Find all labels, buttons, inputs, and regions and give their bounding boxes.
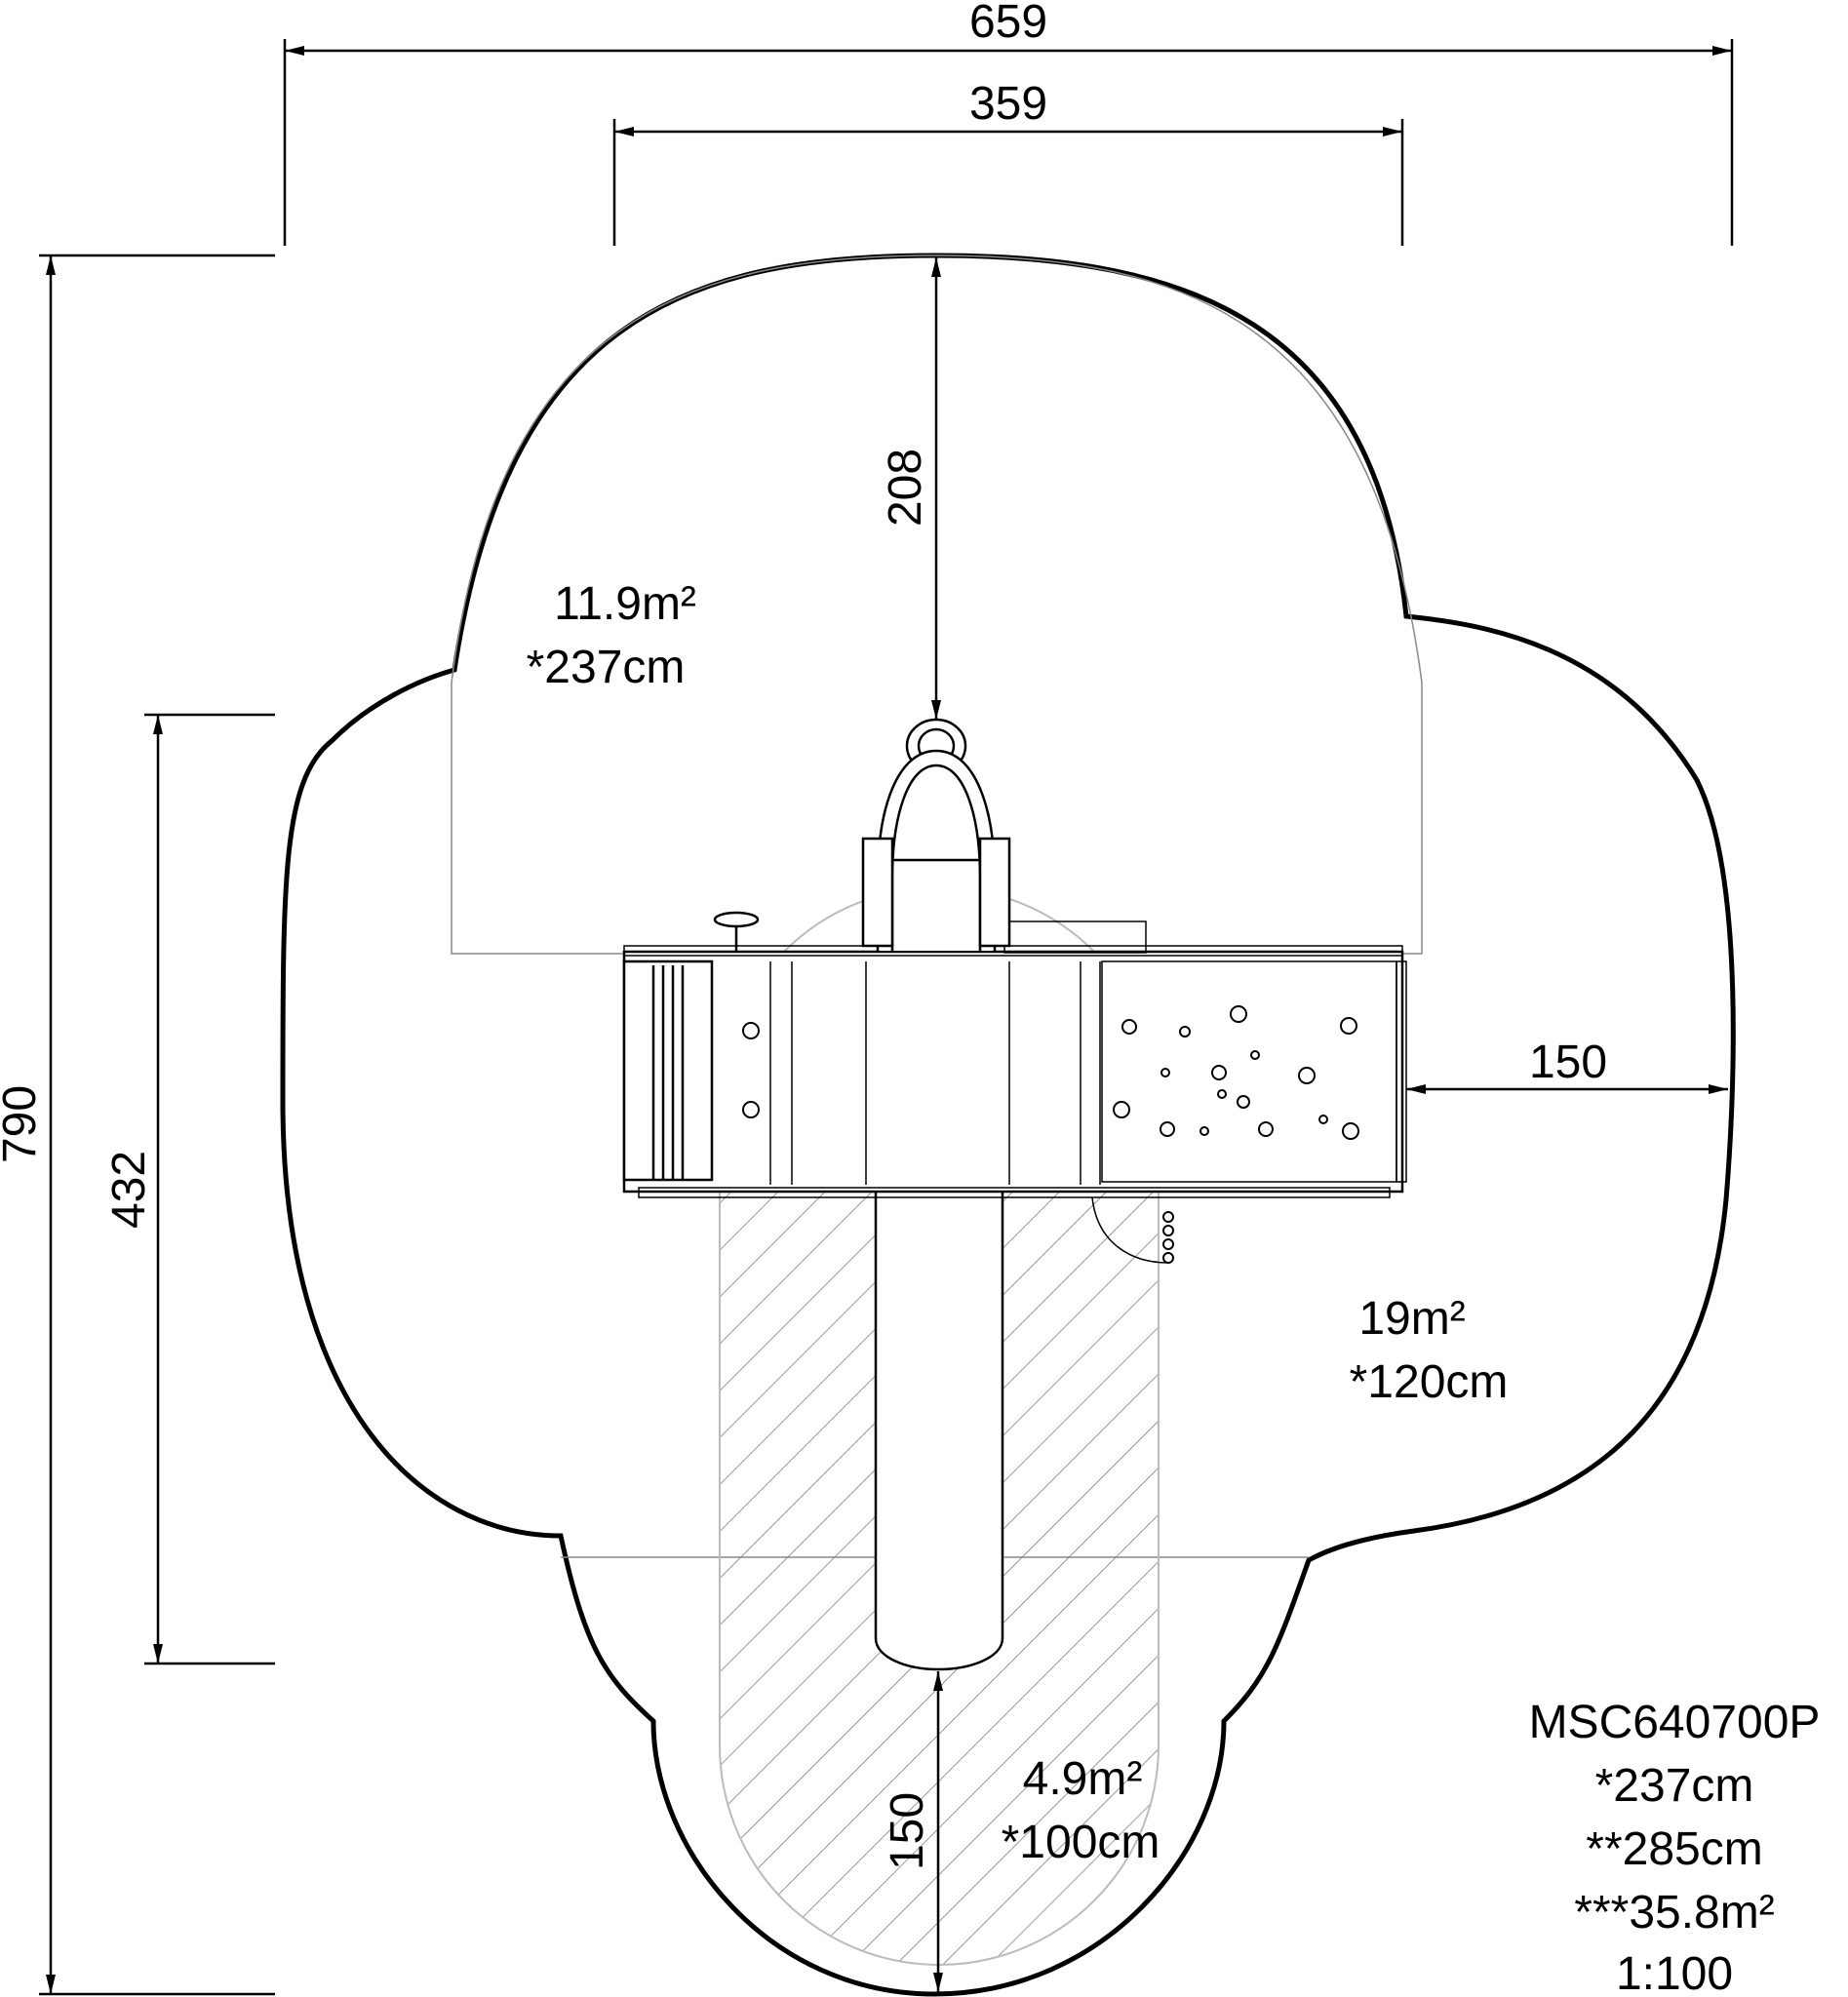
zone-label-top: 11.9m² *237cm — [527, 578, 696, 693]
arch-climber — [861, 718, 1011, 951]
zone-top-area: 11.9m² — [554, 578, 696, 630]
legend-total-height: **285cm — [1586, 1823, 1762, 1875]
dimension-right-clearance: 150 — [1406, 1037, 1728, 1094]
zone-main-area: 19m² — [1358, 1293, 1465, 1345]
dimension-total-width: 659 — [283, 0, 1734, 246]
legend-free-height: *237cm — [1595, 1760, 1754, 1812]
product-legend: MSC640700P *237cm **285cm ***35.8m² 1:10… — [1529, 1697, 1821, 1997]
legend-total-area: ***35.8m² — [1574, 1887, 1774, 1938]
legend-product-code: MSC640700P — [1529, 1697, 1821, 1748]
zone-slide-height: *100cm — [1002, 1817, 1160, 1868]
zone-label-main: 19m² *120cm — [1350, 1293, 1509, 1408]
zone-top-height: *237cm — [527, 642, 686, 693]
legend-scale: 1:100 — [1616, 1948, 1733, 1997]
top-zone-outline — [451, 255, 1423, 955]
zone-label-slide: 4.9m² *100cm — [1002, 1753, 1160, 1868]
dimension-structure-height: 432 — [103, 713, 275, 1665]
dimension-label-359: 359 — [969, 78, 1047, 130]
safety-zone-boundary — [280, 253, 1736, 1997]
dimension-label-150-bottom: 150 — [882, 1792, 933, 1870]
dimension-label-150-right: 150 — [1529, 1037, 1607, 1088]
slide — [874, 1186, 1004, 1671]
zone-slide-area: 4.9m² — [1023, 1753, 1143, 1805]
dimension-label-659: 659 — [969, 0, 1047, 48]
dimension-label-208: 208 — [880, 449, 931, 527]
dimension-label-790: 790 — [0, 1085, 46, 1163]
dimension-top-clearance: 208 — [880, 257, 941, 720]
dimension-label-432: 432 — [103, 1151, 155, 1229]
dimension-bottom-clearance: 150 — [882, 1671, 943, 1992]
dimension-total-height: 790 — [0, 254, 275, 1996]
dimension-platform-width: 359 — [612, 78, 1404, 246]
play-structure — [622, 911, 1407, 1264]
zone-main-height: *120cm — [1350, 1356, 1509, 1408]
